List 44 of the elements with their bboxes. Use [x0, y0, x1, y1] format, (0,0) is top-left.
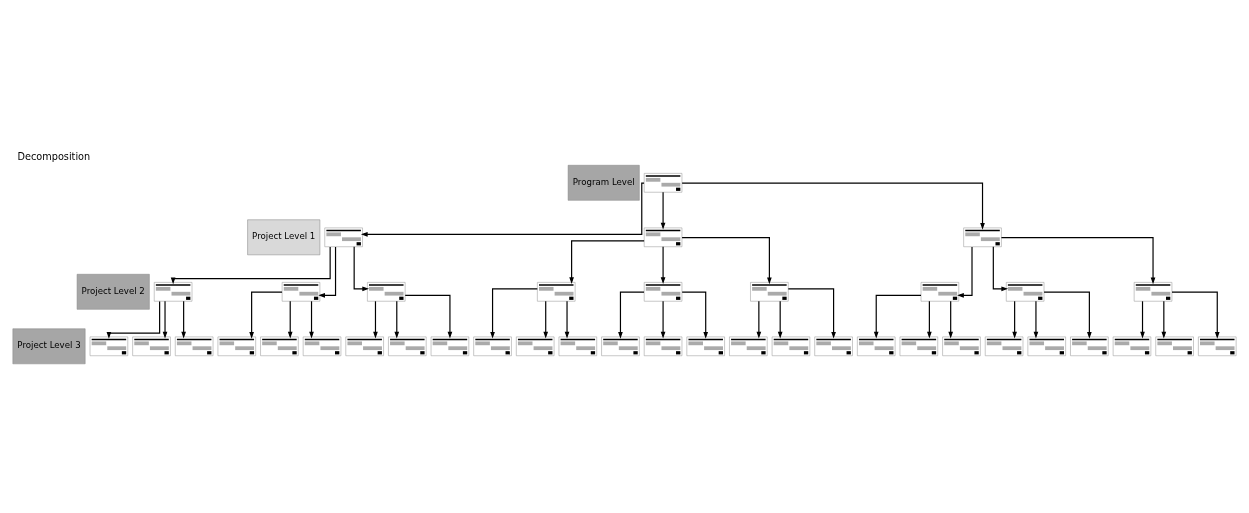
node-box: Project Level 3: [12, 328, 86, 364]
arrow: [681, 236, 772, 284]
arrow: [543, 300, 549, 339]
arrow: [1161, 300, 1167, 339]
arrow: [992, 245, 1009, 291]
diagram-title: Decomposition: [17, 150, 91, 162]
arrow: [404, 294, 453, 339]
arrow: [181, 300, 186, 339]
arrow: [249, 290, 283, 339]
arrow: [618, 290, 645, 339]
node-box: Program Level: [567, 164, 640, 201]
arrow: [373, 300, 378, 339]
arrow: [490, 287, 538, 339]
arrow: [660, 191, 666, 230]
arrow: [777, 300, 783, 339]
arrow: [660, 300, 666, 339]
arrow: [564, 300, 570, 339]
arrow: [681, 290, 709, 339]
arrow: [957, 245, 973, 298]
arrow: [162, 300, 168, 339]
arrow: [360, 181, 645, 237]
arrow: [1140, 300, 1145, 339]
arrow: [927, 300, 932, 339]
arrow: [660, 245, 666, 284]
arrow: [106, 300, 161, 339]
arrow: [873, 294, 922, 338]
arrow: [787, 287, 836, 339]
arrow: [353, 245, 370, 291]
arrow: [287, 300, 293, 339]
arrow: [170, 245, 331, 284]
arrow: [948, 300, 954, 339]
arrow: [569, 239, 645, 284]
arrow: [318, 245, 337, 298]
arrow: [1012, 300, 1017, 339]
arrow: [394, 300, 400, 339]
node-box: Project Level 2: [76, 273, 150, 310]
node-box: Project Level 1: [247, 219, 321, 255]
arrow: [1033, 300, 1039, 339]
arrow: [1043, 290, 1092, 339]
arrow: [309, 300, 314, 339]
arrow: [756, 300, 762, 339]
arrow: [681, 181, 985, 230]
arrow: [1000, 236, 1156, 284]
arrow: [1171, 290, 1220, 339]
